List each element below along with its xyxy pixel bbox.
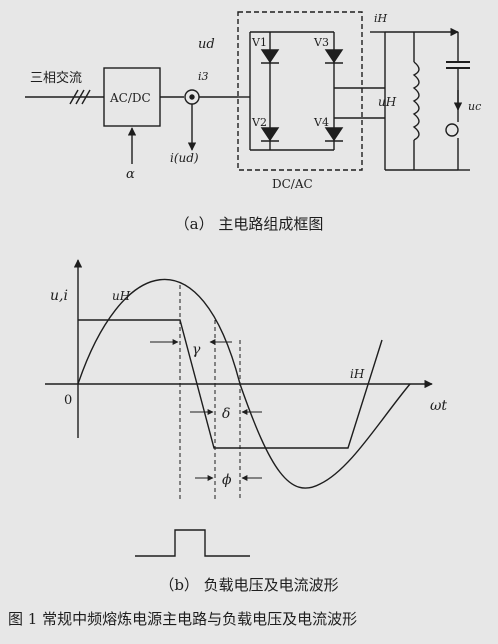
three-phase-hatch [69,89,91,105]
marker-lines [179,285,241,500]
v4-label: V4 [313,116,329,129]
v3-label: V3 [313,36,329,49]
uc-label: uc [468,100,481,113]
thyristor-v4 [324,127,344,142]
caption-b: （b） 负载电压及电流波形 [159,576,339,594]
inductor [412,61,420,141]
delta-label: δ [222,406,230,422]
figure-caption: 图 1 常规中频熔炼电源主电路与负载电压及电流波形 [8,610,358,628]
current-curve [78,319,383,449]
dc-current-label: i3 [198,70,209,83]
gate-pulse [135,529,250,557]
uh-label: uH [378,95,397,109]
axis-y-label: u,i [50,288,68,304]
thyristor-v3 [324,49,344,64]
sensor-out-label: i(ud) [170,151,199,165]
alpha-label: α [126,167,135,182]
inverter-box [237,11,363,171]
voltage-label: uH [112,289,131,303]
axis-x-label: ωt [430,398,447,414]
voltage-probe [445,123,459,137]
thyristor-v2 [260,127,280,142]
inverter-label: DC/AC [272,177,313,191]
origin-label: 0 [64,393,72,408]
current-label: iH [350,367,365,381]
ih-label: iH [374,12,388,25]
circuit-labels: 三相交流 AC/DC α ud i3 i(ud) V1 V3 V2 V4 DC/… [30,12,481,191]
phi-label: ϕ [222,472,232,488]
input-label: 三相交流 [30,70,82,86]
thyristor-v1 [260,49,280,64]
v2-label: V2 [251,116,267,129]
circuit-diagram [25,11,470,171]
dc-voltage-label: ud [198,37,215,52]
v1-label: V1 [251,36,267,49]
voltage-curve [77,278,411,489]
rectifier-label: AC/DC [109,91,151,105]
waveform-plot [45,259,433,557]
caption-a: （a） 主电路组成框图 [174,215,324,233]
gamma-label: γ [192,342,201,358]
waveform-labels: u,i 0 ωt uH iH γ δ ϕ [50,288,447,488]
